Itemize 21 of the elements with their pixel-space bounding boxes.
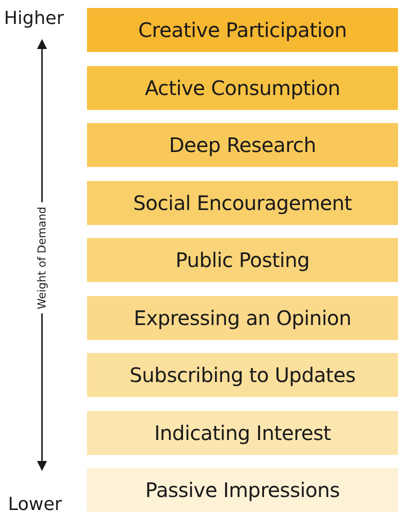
scale-bottom-label: Lower xyxy=(8,494,62,515)
level-box xyxy=(87,180,398,224)
level-box xyxy=(87,8,398,52)
level-label: Expressing an Opinion xyxy=(134,306,352,330)
level-label: Active Consumption xyxy=(144,76,340,100)
level-label: Social Encouragement xyxy=(133,190,352,214)
level-box xyxy=(87,410,398,454)
level-label: Passive Impressions xyxy=(145,478,340,502)
level-label: Public Posting xyxy=(175,248,310,272)
scale-top-label: Higher xyxy=(4,8,64,29)
level-box xyxy=(87,66,398,110)
axis-label: Weight of Demand xyxy=(36,202,48,314)
level-label: Subscribing to Updates xyxy=(130,363,356,387)
level-box xyxy=(87,238,398,282)
level-box xyxy=(87,296,398,340)
level-label: Deep Research xyxy=(169,133,316,157)
level-label: Creative Participation xyxy=(138,18,347,42)
level-box xyxy=(87,468,398,512)
level-box xyxy=(87,123,398,167)
level-label: Indicating Interest xyxy=(154,420,331,444)
level-box xyxy=(87,353,398,397)
